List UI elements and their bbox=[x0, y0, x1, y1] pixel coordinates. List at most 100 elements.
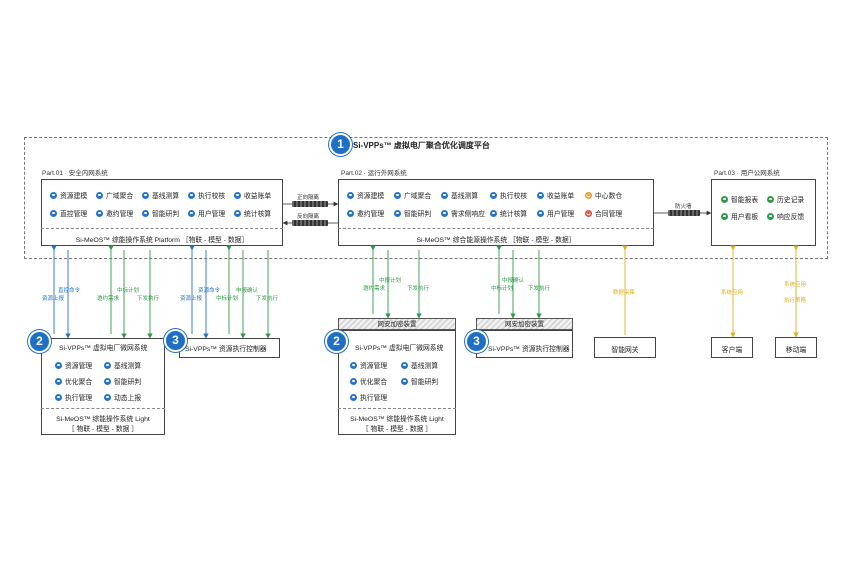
report-up-icon bbox=[104, 393, 111, 401]
part1-box bbox=[41, 179, 283, 246]
label-winning-plan-3: 中标计划 bbox=[491, 286, 514, 292]
mid-controller-encryption: 网安加密装置 bbox=[476, 318, 573, 330]
baseline-icon bbox=[401, 361, 408, 369]
p1-item-5: 直控管理 bbox=[50, 208, 87, 218]
label-resource-command: 资源命令 bbox=[198, 288, 221, 294]
left-controller-badge: 3 bbox=[164, 329, 187, 352]
p3-item-3: 响应反馈 bbox=[767, 211, 804, 221]
mid-micro-encryption: 网安加密装置 bbox=[338, 318, 456, 330]
left-controller-title: Si-VPPs™ 资源执行控制器 bbox=[185, 346, 267, 353]
mid-micro-badge: 2 bbox=[325, 330, 348, 353]
user-icon bbox=[537, 209, 544, 217]
label-winning-plan-2: 中标计划 bbox=[216, 296, 239, 302]
mid-controller-badge: 3 bbox=[465, 330, 488, 353]
p1-item-4: 收益账单 bbox=[234, 190, 271, 200]
firewall-label: 防火墙 bbox=[675, 204, 692, 210]
lm-item-4: 执行管理 bbox=[55, 392, 92, 402]
mid-micro-title: Si-VPPs™ 虚拟电厂微网系统 bbox=[355, 345, 444, 352]
label-dispatch-exec-4: 下发执行 bbox=[528, 286, 551, 292]
stats-icon bbox=[490, 209, 497, 217]
p2-item-8: 需求侧响应 bbox=[441, 208, 485, 218]
p2-item-5: 中心数仓 bbox=[585, 190, 622, 200]
p2-item-4: 收益账单 bbox=[537, 190, 574, 200]
mid-controller-box bbox=[476, 330, 573, 358]
forward-isolation-label: 正向隔离 bbox=[297, 195, 320, 201]
history-icon bbox=[767, 195, 774, 203]
label-system-app: 系统应用 bbox=[721, 290, 744, 296]
gateway-box bbox=[594, 337, 656, 358]
check-icon bbox=[490, 191, 497, 199]
p3-item-2: 用户看板 bbox=[721, 211, 758, 221]
mm-item-4: 执行管理 bbox=[350, 392, 387, 402]
resource-icon bbox=[347, 191, 354, 199]
p1-item-1: 广域聚合 bbox=[96, 190, 133, 200]
p2-item-3: 执行校核 bbox=[490, 190, 527, 200]
label-invite-demand: 邀约需求 bbox=[97, 296, 120, 302]
p2-footer: Si-MeOS™ 综合能源操作系统 ［物联 - 模型 - 数据］ bbox=[416, 237, 576, 244]
check-icon bbox=[188, 191, 195, 199]
control-icon bbox=[50, 209, 57, 217]
analysis-icon bbox=[104, 377, 111, 385]
feedback-icon bbox=[767, 212, 774, 220]
p1-item-8: 用户管理 bbox=[188, 208, 225, 218]
firewall-device bbox=[668, 210, 700, 216]
mm-footer-1: Si-MeOS™ 综能操作系统 Light bbox=[350, 416, 444, 423]
left-micro-badge: 2 bbox=[28, 330, 51, 353]
mm-divider bbox=[338, 408, 456, 409]
data-warehouse-icon bbox=[585, 191, 592, 199]
p2-item-7: 智能研判 bbox=[394, 208, 431, 218]
client-label: 客户端 bbox=[721, 347, 743, 354]
invite-icon bbox=[96, 209, 103, 217]
p2-item-11: 合同管理 bbox=[585, 208, 622, 218]
label-dispatch-exec-3: 下发执行 bbox=[407, 286, 430, 292]
exec-icon bbox=[55, 393, 62, 401]
baseline-icon bbox=[142, 191, 149, 199]
label-direct-command: 直控命令 bbox=[58, 288, 81, 294]
p2-item-9: 统计核算 bbox=[490, 208, 527, 218]
resource-icon bbox=[55, 361, 62, 369]
lm-item-0: 资源管理 bbox=[55, 360, 92, 370]
p2-divider bbox=[338, 228, 654, 229]
label-dispatch-exec: 下发执行 bbox=[137, 296, 160, 302]
reverse-isolation-label: 反向隔离 bbox=[297, 214, 320, 220]
label-resource-report: 资源上报 bbox=[42, 296, 65, 302]
label-report-plan: 中报计划 bbox=[379, 278, 402, 284]
demand-response-icon bbox=[441, 209, 448, 217]
label-invite-demand-2: 邀约需求 bbox=[363, 286, 386, 292]
label-data-collection: 数据采集 bbox=[613, 290, 636, 296]
client-box bbox=[711, 337, 753, 358]
p1-item-0: 资源建模 bbox=[50, 190, 87, 200]
label-report-confirm: 中报确认 bbox=[502, 278, 525, 284]
p2-item-6: 邀约管理 bbox=[347, 208, 384, 218]
p3-item-1: 历史记录 bbox=[767, 194, 804, 204]
reverse-isolation-device bbox=[292, 220, 328, 226]
p1-item-6: 邀约管理 bbox=[96, 208, 133, 218]
p1-footer: Si-MeOS™ 综能操作系统 Platform ［物联 - 模型 - 数据］ bbox=[75, 237, 249, 244]
report-icon bbox=[721, 195, 728, 203]
mm-item-0: 资源管理 bbox=[350, 360, 387, 370]
platform-frame bbox=[24, 137, 828, 259]
dashboard-icon bbox=[721, 212, 728, 220]
lm-divider bbox=[41, 408, 165, 409]
p2-item-10: 用户管理 bbox=[537, 208, 574, 218]
p2-item-0: 资源建模 bbox=[347, 190, 384, 200]
aggregate-icon bbox=[96, 191, 103, 199]
p2-item-2: 基线测算 bbox=[441, 190, 478, 200]
label-winning-plan: 中标计划 bbox=[117, 288, 140, 294]
left-micro-box bbox=[41, 338, 165, 435]
exec-icon bbox=[350, 393, 357, 401]
invite-icon bbox=[347, 209, 354, 217]
platform-badge: 1 bbox=[329, 133, 352, 156]
aggregate-icon bbox=[350, 377, 357, 385]
bill-icon bbox=[234, 191, 241, 199]
baseline-icon bbox=[441, 191, 448, 199]
analysis-icon bbox=[401, 377, 408, 385]
analysis-icon bbox=[394, 209, 401, 217]
aggregate-icon bbox=[394, 191, 401, 199]
mobile-box bbox=[775, 337, 817, 358]
p1-divider bbox=[41, 228, 283, 229]
mobile-label: 移动端 bbox=[785, 347, 807, 354]
resource-icon bbox=[350, 361, 357, 369]
resource-icon bbox=[50, 191, 57, 199]
part3-label: Part.03 · 用户公网系统 bbox=[714, 170, 780, 177]
